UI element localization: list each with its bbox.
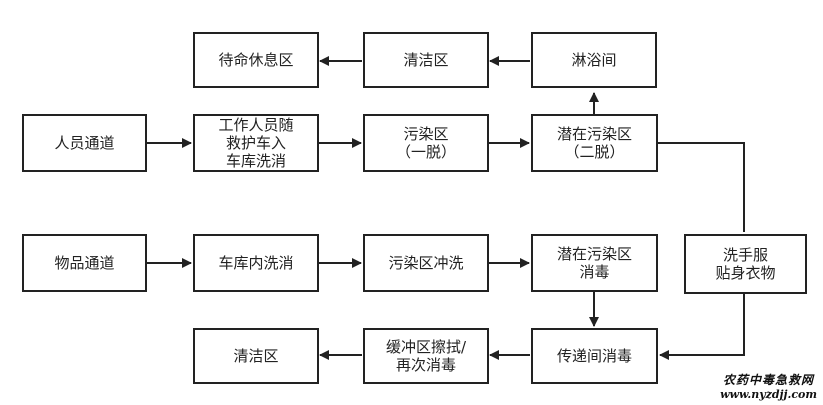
watermark-name: 农药中毒急救网 [723,373,815,387]
arrow-wash-hands-to-pass-room [659,294,745,360]
node-garage-washing: 车库内洗消 [193,234,319,292]
watermark-url: www.nyzdjj.com [720,388,817,401]
node-staff-enter-vehicle: 工作人员随 救护车入 车库洗消 [193,114,319,172]
node-wash-hands-clothes: 洗手服 贴身衣物 [684,234,807,294]
node-standby-rest-area: 待命休息区 [193,32,319,88]
node-goods-channel: 物品通道 [22,234,147,292]
node-clean-area-top: 清洁区 [363,32,489,88]
node-pass-room-disinfect: 传递间消毒 [531,328,658,384]
node-clean-area-bottom: 清洁区 [193,328,319,384]
line-potential2-to-wash-hands [658,142,745,232]
node-shower-room: 淋浴间 [531,32,657,88]
node-potential-contaminated-disinfect: 潜在污染区 消毒 [531,234,658,292]
node-contaminated-area-1: 污染区 （一脱） [363,114,489,172]
site-watermark: 农药中毒急救网 www.nyzdjj.com [720,371,817,401]
node-personnel-channel: 人员通道 [22,114,147,172]
node-contaminated-area-rinse: 污染区冲洗 [363,234,489,292]
node-buffer-wipe-disinfect: 缓冲区擦拭/ 再次消毒 [363,328,489,384]
node-potential-contaminated-area-2: 潜在污染区 （二脱） [531,114,658,172]
